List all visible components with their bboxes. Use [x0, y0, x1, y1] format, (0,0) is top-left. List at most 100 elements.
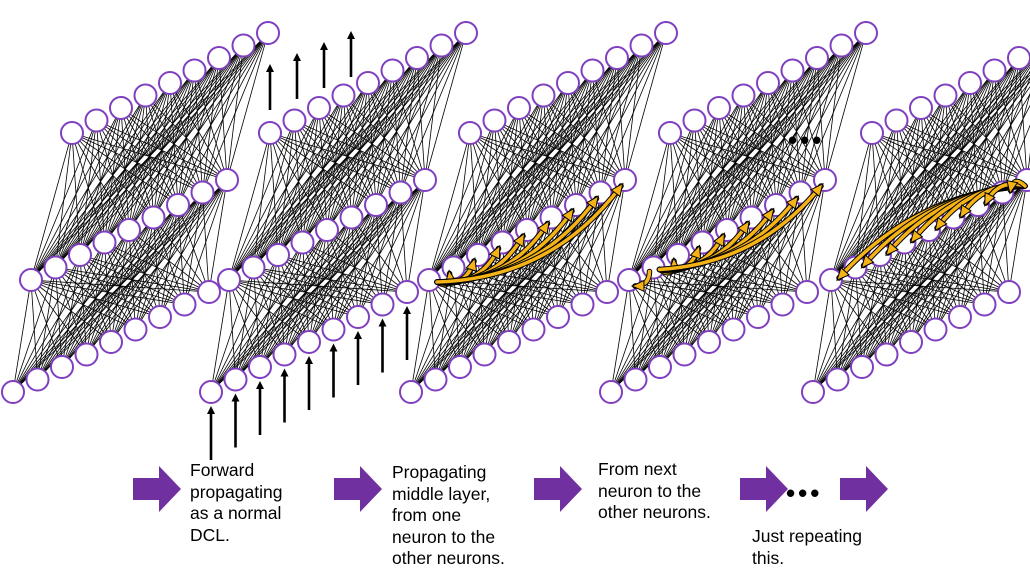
connection-line — [879, 254, 1010, 293]
feedback-arrowhead — [909, 229, 924, 244]
connection-line — [628, 279, 783, 305]
feedback-arrowhead — [959, 204, 972, 220]
connection-line — [406, 179, 426, 293]
ellipsis-top: ••• — [788, 125, 825, 155]
connections — [12, 32, 269, 393]
connection-line — [669, 132, 679, 256]
neuron — [190, 180, 215, 205]
connection-line — [30, 279, 63, 368]
connection-line — [628, 279, 636, 380]
feedback-arrows — [630, 182, 824, 293]
neuron — [707, 96, 731, 120]
neuron — [441, 255, 466, 280]
neuron — [874, 342, 899, 367]
neuron — [399, 380, 423, 404]
connection-line — [871, 132, 979, 206]
caption-just-repeating: Just repeating this. — [752, 526, 862, 568]
connection-line — [806, 179, 826, 293]
connection-line — [228, 132, 271, 281]
feedback-arrowhead — [785, 195, 800, 210]
connection-line — [424, 32, 467, 181]
neuron — [117, 218, 141, 242]
neuron — [654, 21, 678, 45]
connection-line — [628, 279, 734, 330]
connection-line — [628, 279, 661, 368]
neuron — [746, 305, 770, 329]
connection-line — [228, 279, 236, 380]
neuron — [25, 367, 50, 392]
step-arrow-5 — [840, 466, 888, 512]
connection-line — [228, 279, 310, 343]
connection-line — [269, 132, 279, 256]
connection-line — [71, 132, 154, 218]
connection-line — [428, 279, 436, 380]
connection-line — [669, 132, 777, 206]
neuron — [405, 46, 429, 70]
feedback-arrowhead — [512, 232, 526, 248]
connection-line — [824, 32, 867, 181]
connection-line — [567, 82, 626, 181]
feedback-arrow — [657, 184, 823, 272]
connection-line — [453, 132, 471, 268]
connection-line — [120, 107, 228, 181]
step-arrow-2 — [334, 466, 382, 512]
neuron — [801, 380, 825, 404]
connection-line — [269, 132, 426, 181]
connection-line — [428, 279, 510, 343]
connection-line — [628, 279, 759, 318]
neuron — [266, 243, 290, 267]
connection-line — [228, 279, 285, 355]
connections — [812, 57, 1030, 393]
connection-line — [830, 279, 961, 318]
input-arrows — [207, 306, 411, 460]
feedback-arrowhead — [561, 207, 575, 223]
neuron — [666, 243, 690, 267]
connection-line — [55, 132, 73, 268]
neuron — [68, 243, 92, 267]
connection-line — [269, 132, 303, 243]
connection-line — [767, 82, 826, 181]
connection-line — [751, 217, 808, 293]
neuron — [364, 193, 388, 217]
connection-line — [30, 279, 87, 355]
neuron — [158, 71, 182, 95]
neuron — [497, 330, 521, 354]
connection-line — [669, 132, 752, 218]
connection-line — [977, 204, 1010, 293]
neuron — [850, 355, 874, 379]
connection-line — [830, 279, 936, 330]
connection-line — [71, 132, 130, 231]
connection-line — [343, 95, 426, 181]
connection-line — [428, 279, 534, 330]
neuron — [423, 367, 448, 392]
connection-line — [502, 242, 608, 293]
neuron — [74, 342, 99, 367]
connection-line — [30, 279, 161, 318]
connection-line — [928, 229, 1010, 293]
neuron — [217, 268, 241, 292]
neuron — [272, 342, 297, 367]
neuron — [909, 96, 933, 120]
connection-line — [494, 120, 626, 181]
feedback-arrows — [434, 182, 624, 288]
connection-line — [30, 279, 185, 305]
neuron — [248, 355, 272, 379]
connection-line — [71, 132, 203, 193]
connection-line — [792, 70, 826, 181]
connection-line — [518, 107, 626, 181]
connection-line — [269, 132, 377, 206]
feedback-arrowhead — [761, 207, 775, 223]
connection-line — [669, 132, 728, 231]
connection-line — [294, 120, 426, 181]
neuron — [780, 58, 805, 83]
neuron — [370, 292, 395, 317]
connection-line — [816, 57, 826, 181]
connection-line — [428, 279, 485, 355]
neuron — [556, 71, 580, 95]
connection-line — [400, 192, 408, 293]
neuron — [380, 58, 405, 83]
connection-line — [30, 279, 136, 330]
connection-line — [920, 107, 1028, 181]
neuron — [448, 355, 472, 379]
